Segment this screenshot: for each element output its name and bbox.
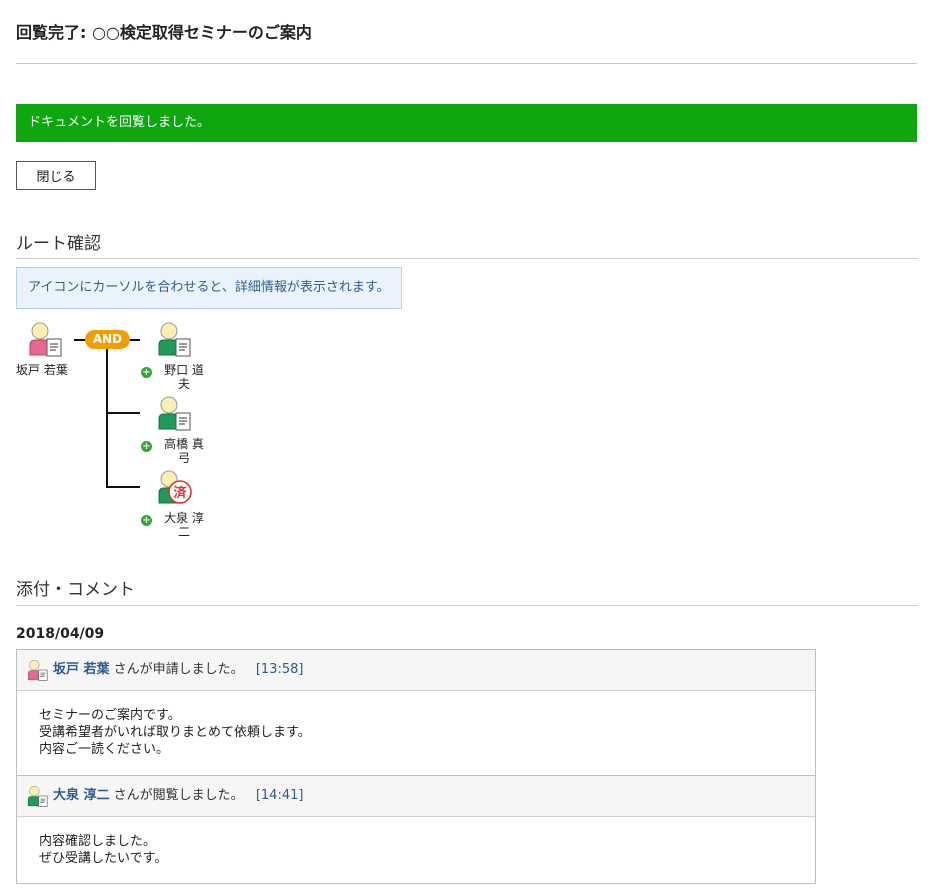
user-green-done-icon[interactable]: 済 xyxy=(157,469,193,505)
route-line-branch-2 xyxy=(106,412,140,414)
comment-line: 内容ご一読ください。 xyxy=(39,742,170,757)
route-section-divider xyxy=(16,258,917,259)
comment-author-link[interactable]: 坂戸 若葉 xyxy=(53,662,110,677)
comment-author-link[interactable]: 大泉 淳二 xyxy=(53,788,110,803)
comment-header: 坂戸 若葉 さんが申請しました。 [13:58] xyxy=(17,650,815,691)
user-green-document-icon xyxy=(27,785,48,807)
comment-entry: 大泉 淳二 さんが閲覧しました。 [14:41] 内容確認しました。 ぜひ受講し… xyxy=(16,775,816,884)
recipient-name: 野口 道夫 xyxy=(164,363,204,391)
comment-header: 大泉 淳二 さんが閲覧しました。 [14:41] xyxy=(17,776,815,817)
comment-body: 内容確認しました。 ぜひ受講したいです。 xyxy=(17,817,815,867)
add-icon[interactable]: + xyxy=(141,367,152,378)
comment-line: セミナーのご案内です。 xyxy=(39,708,181,723)
comment-time: [14:41] xyxy=(255,788,304,803)
comments-section-divider xyxy=(16,605,917,606)
user-green-document-icon[interactable] xyxy=(157,321,193,357)
user-green-document-icon[interactable] xyxy=(157,395,193,431)
comment-action: さんが申請しました。 xyxy=(113,662,244,677)
comment-entry: 坂戸 若葉 さんが申請しました。 [13:58] セミナーのご案内です。 受講希… xyxy=(16,649,816,776)
route-info-box: アイコンにカーソルを合わせると、詳細情報が表示されます。 xyxy=(16,267,402,309)
recipient-name: 大泉 淳二 xyxy=(164,511,204,539)
add-icon[interactable]: + xyxy=(141,515,152,526)
success-banner: ドキュメントを回覧しました。 xyxy=(16,104,917,142)
route-section-title: ルート確認 xyxy=(16,234,101,254)
comment-line: ぜひ受講したいです。 xyxy=(39,851,168,866)
user-pink-document-icon[interactable] xyxy=(28,321,64,357)
comment-body: セミナーのご案内です。 受講希望者がいれば取りまとめて依頼します。 内容ご一読く… xyxy=(17,691,815,758)
close-button[interactable]: 閉じる xyxy=(16,161,96,190)
route-line-sender xyxy=(74,339,85,341)
recipient-name: 高橋 真弓 xyxy=(164,437,204,465)
title-divider xyxy=(16,63,917,64)
add-icon[interactable]: + xyxy=(141,441,152,452)
route-line-branch-3 xyxy=(106,486,140,488)
comment-time: [13:58] xyxy=(255,662,304,677)
page-title: 回覧完了: ○○検定取得セミナーのご案内 xyxy=(16,23,312,42)
comments-section-title: 添付・コメント xyxy=(16,580,135,600)
sender-name: 坂戸 若葉 xyxy=(16,363,68,377)
route-line-vertical xyxy=(106,348,108,488)
comment-date: 2018/04/09 xyxy=(16,626,105,642)
and-badge: AND xyxy=(85,330,130,349)
comment-line: 受講希望者がいれば取りまとめて依頼します。 xyxy=(39,725,311,740)
route-line-and-out xyxy=(130,339,140,341)
comment-line: 内容確認しました。 xyxy=(39,834,157,849)
done-stamp: 済 xyxy=(173,485,187,501)
comment-action: さんが閲覧しました。 xyxy=(113,788,244,803)
user-pink-document-icon xyxy=(27,659,48,681)
